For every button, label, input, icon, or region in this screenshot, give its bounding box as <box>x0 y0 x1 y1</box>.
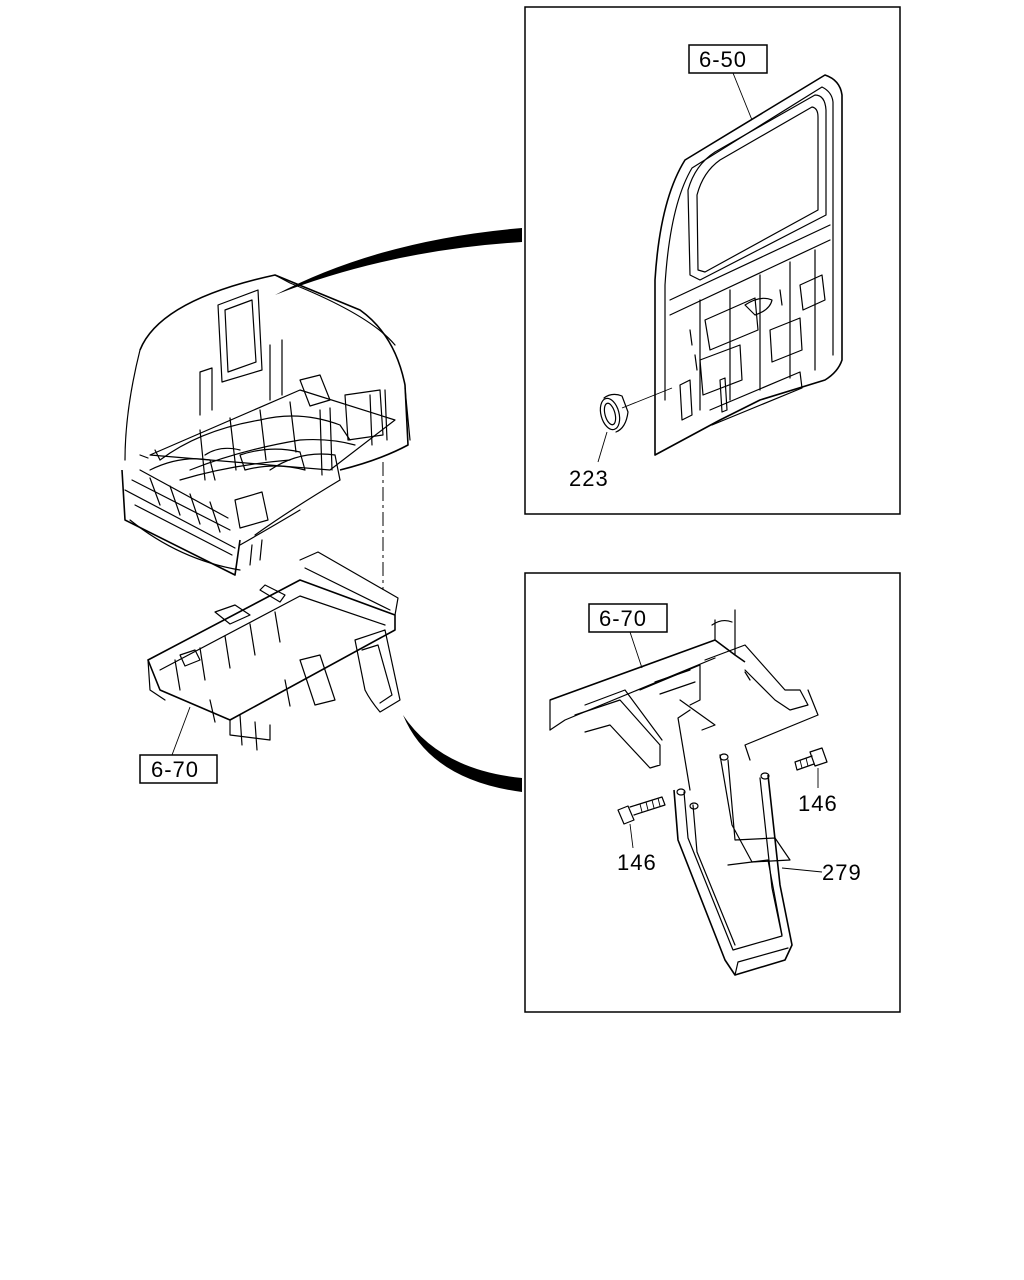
floor-frame-illustration <box>147 551 401 751</box>
bolt-right-illustration <box>794 747 828 771</box>
door-ref-label: 6-50 <box>699 47 747 72</box>
leader-line-grommet-target <box>621 387 673 409</box>
floor-section-illustration <box>549 609 809 769</box>
step-bracket-label: 279 <box>822 860 862 885</box>
grommet-label: 223 <box>569 466 609 491</box>
detail-panel-step <box>524 572 901 1013</box>
connector-swoosh-top <box>275 228 522 295</box>
step-bracket-illustration <box>673 753 793 976</box>
floor-ref-label-right: 6-70 <box>599 606 647 631</box>
door-illustration <box>654 74 843 456</box>
bolt-right-label: 146 <box>798 791 838 816</box>
floor-ref-box-right <box>588 603 668 633</box>
floor-ref-box-left <box>139 754 218 784</box>
leader-line-door <box>732 72 753 121</box>
connector-swoosh-bottom <box>403 715 522 792</box>
grommet-illustration <box>599 393 629 433</box>
leader-line-step <box>781 867 823 873</box>
leader-line-floor-right <box>629 631 643 669</box>
cab-body-illustration <box>121 274 411 576</box>
cut-line-right <box>744 689 819 761</box>
bolt-left-label: 146 <box>617 850 657 875</box>
leader-line-grommet <box>597 431 608 463</box>
floor-ref-label-left: 6-70 <box>151 757 199 782</box>
leader-line-floor-left <box>171 706 191 756</box>
cut-line-left <box>677 709 691 791</box>
door-ref-box <box>688 44 768 74</box>
detail-panel-door <box>524 6 901 515</box>
leader-line-bolt-left <box>629 823 634 849</box>
bolt-left-illustration <box>617 796 666 825</box>
